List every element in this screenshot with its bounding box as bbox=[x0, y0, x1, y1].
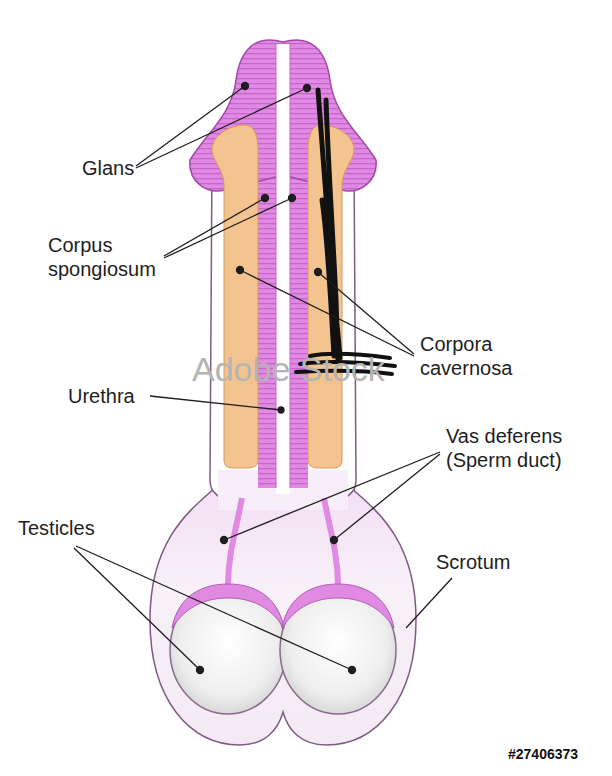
scrotum-outline bbox=[150, 488, 416, 745]
leader-dot bbox=[304, 85, 311, 92]
stock-number: #27406373 bbox=[508, 746, 578, 762]
leader-line bbox=[318, 272, 414, 354]
leader-line bbox=[334, 454, 440, 540]
part-label: Scrotum bbox=[436, 550, 510, 574]
leader-line bbox=[240, 270, 414, 356]
leader-line bbox=[164, 198, 265, 256]
leader-dot bbox=[278, 407, 284, 413]
leader-lines bbox=[74, 83, 452, 674]
part-label: Corpus spongiosum bbox=[48, 233, 168, 281]
leader-dot bbox=[331, 537, 338, 544]
part-label: Testicles bbox=[18, 516, 95, 540]
leader-line bbox=[224, 452, 440, 540]
part-label: Urethra bbox=[68, 384, 135, 408]
leader-dot bbox=[289, 195, 296, 202]
part-label: Vas deferens (Sperm duct) bbox=[446, 424, 596, 472]
corpus-cavernosum bbox=[212, 125, 258, 468]
urethra-wall bbox=[276, 44, 277, 488]
vas-deferens bbox=[228, 498, 242, 585]
leader-dot bbox=[315, 269, 322, 276]
leader-dot bbox=[197, 667, 204, 674]
epididymis bbox=[282, 584, 394, 628]
leader-dot bbox=[242, 83, 249, 90]
leader-line bbox=[406, 578, 452, 628]
scribble bbox=[318, 90, 340, 360]
watermark: Adobe Stock bbox=[192, 350, 385, 388]
urethra-wall bbox=[290, 44, 291, 488]
leader-dot bbox=[221, 537, 228, 544]
leader-line bbox=[150, 396, 281, 410]
vas-deferens bbox=[324, 498, 338, 585]
epididymis bbox=[172, 584, 284, 628]
urethra bbox=[276, 44, 290, 494]
leader-line bbox=[136, 88, 307, 168]
leader-line bbox=[136, 86, 245, 166]
leader-line bbox=[164, 198, 292, 258]
leader-dot bbox=[262, 195, 269, 202]
leader-line bbox=[74, 548, 200, 670]
leader-dot bbox=[237, 267, 244, 274]
leader-dot bbox=[349, 667, 356, 674]
part-label: Glans bbox=[82, 156, 134, 180]
part-label: Corpora cavernosa bbox=[420, 332, 532, 380]
leader-line bbox=[76, 546, 352, 670]
